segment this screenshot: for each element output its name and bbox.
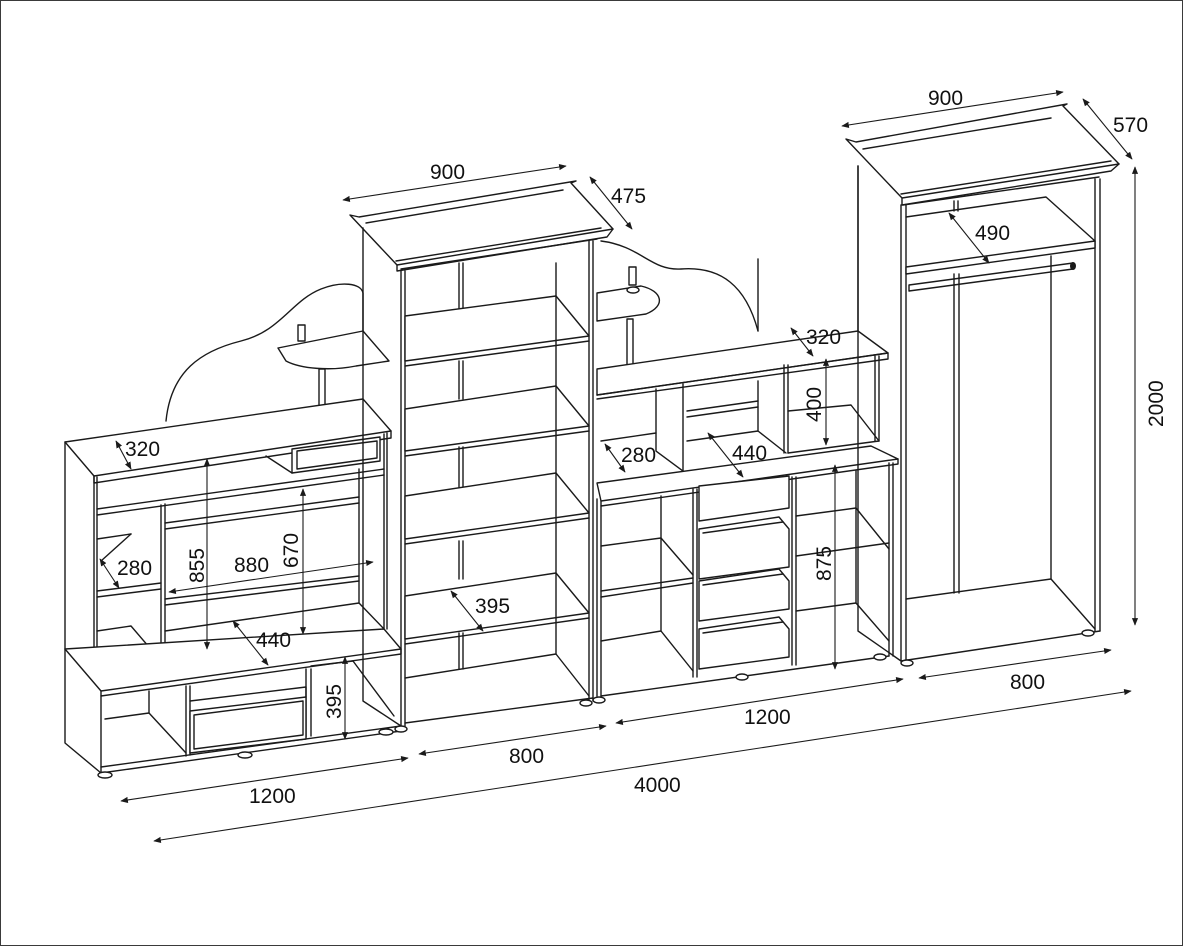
dim-label-wardrobe-width: 800 bbox=[1010, 671, 1045, 694]
dim-label-chest-side-shelf: 280 bbox=[621, 444, 656, 467]
chest-drawers bbox=[698, 475, 790, 670]
dim-label-total-width: 4000 bbox=[634, 774, 681, 797]
dim-label-chest-upper-height: 400 bbox=[803, 387, 826, 422]
bookcase-cornice bbox=[349, 180, 614, 266]
tv-unit bbox=[64, 283, 402, 779]
dim-label-chest-width: 1200 bbox=[744, 706, 791, 729]
dim-label-bookcase-top-depth: 475 bbox=[611, 185, 646, 208]
chest-curved-back-panel bbox=[600, 240, 759, 332]
tv-unit-curved-back-panel bbox=[165, 283, 364, 422]
dim-label-chest-lower-height: 875 bbox=[813, 546, 836, 581]
wardrobe-cornice bbox=[845, 103, 1120, 199]
wardrobe bbox=[845, 103, 1120, 667]
bookcase-shelves bbox=[404, 262, 590, 697]
dimension-lines bbox=[99, 90, 1139, 843]
dim-label-tv-unit-height: 855 bbox=[186, 548, 209, 583]
dim-label-wardrobe-top-depth: 570 bbox=[1113, 114, 1148, 137]
shelf-post-top bbox=[297, 324, 306, 342]
chest-corner-shelf bbox=[596, 285, 660, 322]
dim-label-wardrobe-shelf-depth: 490 bbox=[975, 222, 1010, 245]
bookcase bbox=[349, 180, 614, 733]
chest-unit bbox=[596, 165, 899, 697]
dim-label-tv-niche-depth: 440 bbox=[256, 629, 291, 652]
tv-unit-corner-shelf bbox=[277, 330, 390, 370]
dim-label-tv-niche-height: 670 bbox=[280, 533, 303, 568]
dim-label-wardrobe-height: 2000 bbox=[1145, 380, 1168, 427]
tv-unit-top-drawer bbox=[291, 436, 381, 474]
dim-label-chest-niche-depth: 440 bbox=[732, 442, 767, 465]
dim-label-tv-unit-side-shelf: 280 bbox=[117, 557, 152, 580]
dim-label-tv-unit-width: 1200 bbox=[249, 785, 296, 808]
dim-label-tv-base-height: 395 bbox=[323, 684, 346, 719]
dim-label-tv-unit-depth-top: 320 bbox=[125, 438, 160, 461]
chest-top bbox=[596, 330, 889, 396]
dim-label-bookcase-top-width: 900 bbox=[430, 161, 465, 184]
dim-label-wardrobe-top-width: 900 bbox=[928, 87, 963, 110]
dim-label-tv-niche-width: 880 bbox=[234, 554, 269, 577]
tv-unit-mid-board bbox=[64, 628, 402, 692]
chest-shelf-post bbox=[626, 318, 634, 366]
dim-label-chest-top-depth: 320 bbox=[806, 326, 841, 349]
dim-label-bookcase-width: 800 bbox=[509, 745, 544, 768]
tv-unit-base-drawer bbox=[189, 696, 307, 754]
dimension-labels: 320 280 855 880 670 440 395 1200 900 475… bbox=[117, 87, 1168, 808]
dim-label-bookcase-shelf-depth: 395 bbox=[475, 595, 510, 618]
